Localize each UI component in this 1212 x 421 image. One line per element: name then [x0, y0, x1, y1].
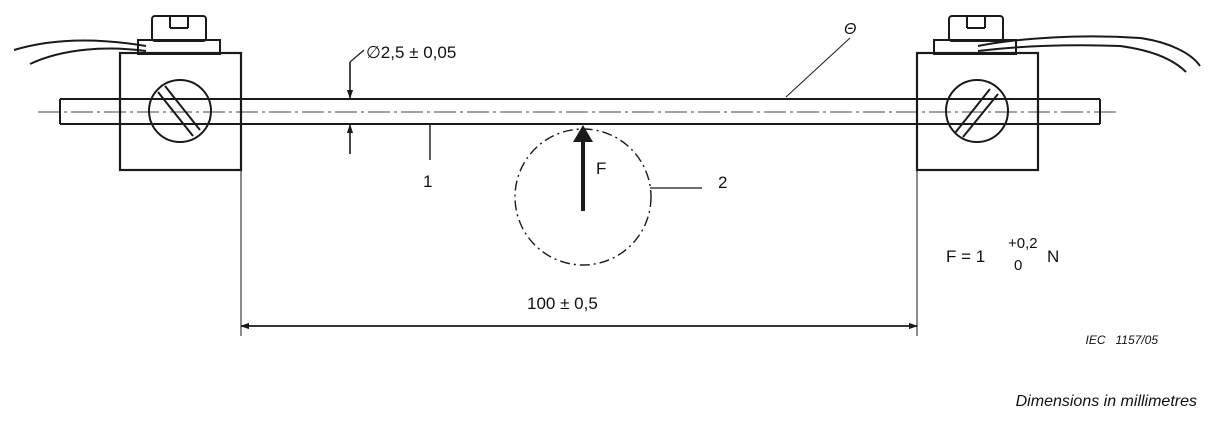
item-2-label: 2	[718, 173, 727, 192]
load-circle	[514, 128, 652, 266]
item-1-label: 1	[423, 172, 432, 191]
screw-head	[148, 79, 212, 143]
test-rod	[59, 98, 1101, 125]
left-clamp	[13, 15, 243, 172]
figure-reference: IEC 1157/05	[1086, 333, 1159, 347]
left-cable	[13, 39, 147, 51]
force-formula: F = 1 +0,2 0 N	[946, 235, 1059, 274]
diameter-label: ∅2,5 ± 0,05	[366, 43, 456, 62]
force-label: F	[596, 159, 606, 178]
diameter-dimension	[346, 49, 365, 154]
formula-lower-tolerance: 0	[1014, 257, 1022, 274]
right-clamp	[915, 15, 1201, 172]
formula-unit: N	[1047, 247, 1059, 266]
screw-head	[945, 79, 1009, 143]
formula-upper-tolerance: +0,2	[1008, 235, 1038, 252]
formula-lhs: F = 1	[946, 247, 985, 266]
units-note: Dimensions in millimetres	[1016, 393, 1197, 410]
theta-leader	[785, 37, 851, 98]
span-dimension	[240, 170, 918, 336]
span-label: 100 ± 0,5	[527, 294, 598, 313]
force-arrowhead	[573, 125, 593, 142]
theta-label: Θ	[844, 21, 856, 38]
